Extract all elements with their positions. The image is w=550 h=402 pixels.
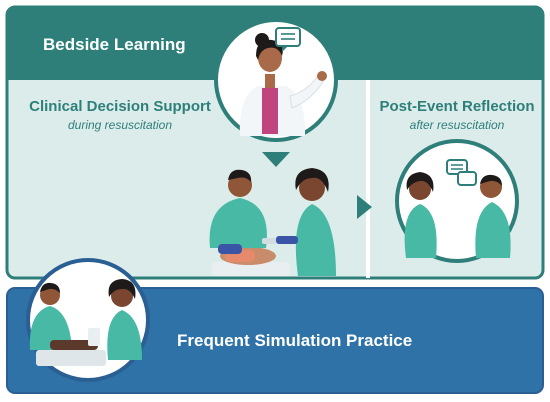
instructor-illustration <box>214 18 338 142</box>
reflection-illustration <box>395 139 519 263</box>
chat-bubbles-icon <box>446 159 477 186</box>
post-event-title: Post-Event Reflection <box>379 98 535 115</box>
clinical-decision-subtitle: during resuscitation <box>67 118 173 132</box>
simulation-illustration <box>26 258 150 382</box>
clinical-decision-title: Clinical Decision Support <box>29 98 211 115</box>
bedside-learning-title: Bedside Learning <box>43 35 186 54</box>
down-arrow-icon <box>262 152 290 167</box>
simulation-practice-title: Frequent Simulation Practice <box>177 331 413 350</box>
post-event-subtitle: after resuscitation <box>409 118 505 132</box>
resuscitation-scene <box>209 168 336 276</box>
speech-bubble-icon <box>275 27 301 52</box>
right-arrow-icon <box>357 195 372 219</box>
